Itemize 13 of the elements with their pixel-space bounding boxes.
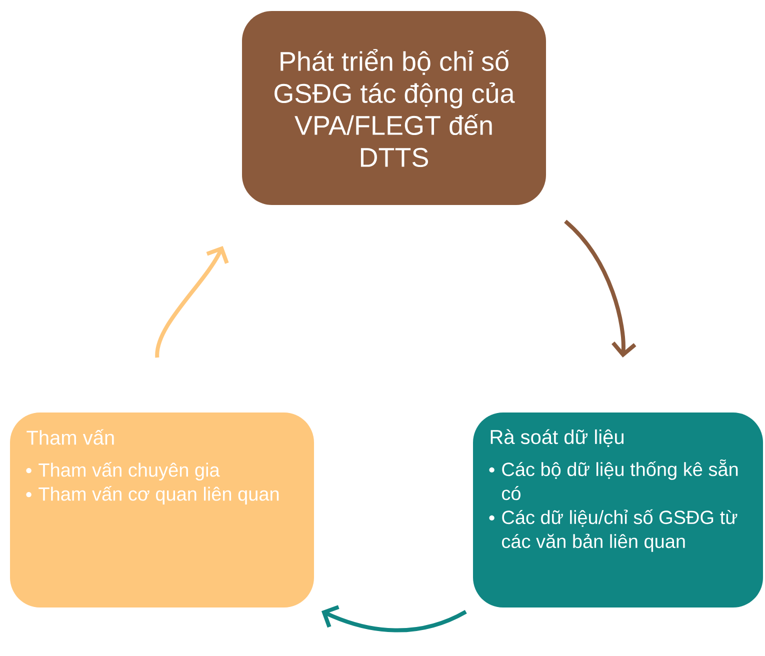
process-box [473, 412, 763, 608]
curved-arrow [321, 605, 467, 632]
curved-arrow [155, 246, 229, 358]
title-text: Phát triển bộ chỉ số GSĐG tác động của VPA/FLEGT đến DTTS [274, 48, 515, 168]
process-box [10, 412, 314, 608]
curved-arrow [564, 220, 636, 358]
bullet-text: Tham vấn chuyên gia [38, 462, 220, 481]
bullet-text: Tham vấn cơ quan liên quan [38, 486, 279, 505]
heading-text: Rà soát dữ liệu [490, 429, 624, 447]
process-box [242, 11, 546, 205]
bullet-text: Các dữ liệu/chỉ số GSĐG từ các văn bản liên quan [502, 509, 738, 552]
bullet-text: Các bộ dữ liệu thống kê sẵn có [502, 459, 738, 500]
heading-text: Tham vấn [26, 429, 114, 445]
